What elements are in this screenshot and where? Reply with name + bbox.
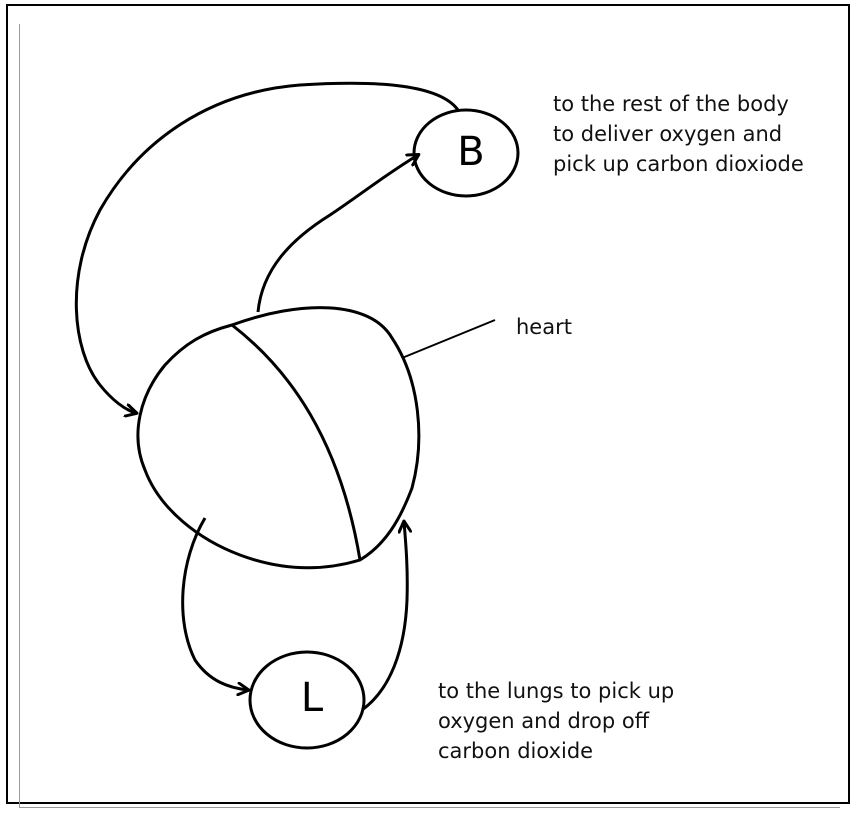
heart-pointer-line [402, 320, 495, 358]
body-caption: to the rest of the body to deliver oxyge… [553, 89, 804, 179]
heart-septum [232, 325, 360, 560]
body-caption-line: pick up carbon dioxiode [553, 149, 804, 179]
lungs-node-letter: L [282, 675, 342, 721]
heart-label: heart [516, 312, 572, 342]
heart-shape [138, 308, 419, 568]
body-node-letter: B [441, 129, 501, 175]
lungs-caption-line: oxygen and drop off [438, 706, 674, 736]
lungs-caption: to the lungs to pick up oxygen and drop … [438, 676, 674, 766]
lungs-caption-line: carbon dioxide [438, 736, 674, 766]
arrow-body-to-heart [76, 83, 458, 413]
arrow-heart-to-body [258, 155, 418, 312]
body-caption-line: to the rest of the body [553, 89, 804, 119]
body-caption-line: to deliver oxygen and [553, 119, 804, 149]
lungs-caption-line: to the lungs to pick up [438, 676, 674, 706]
arrow-lungs-to-heart [362, 522, 407, 710]
